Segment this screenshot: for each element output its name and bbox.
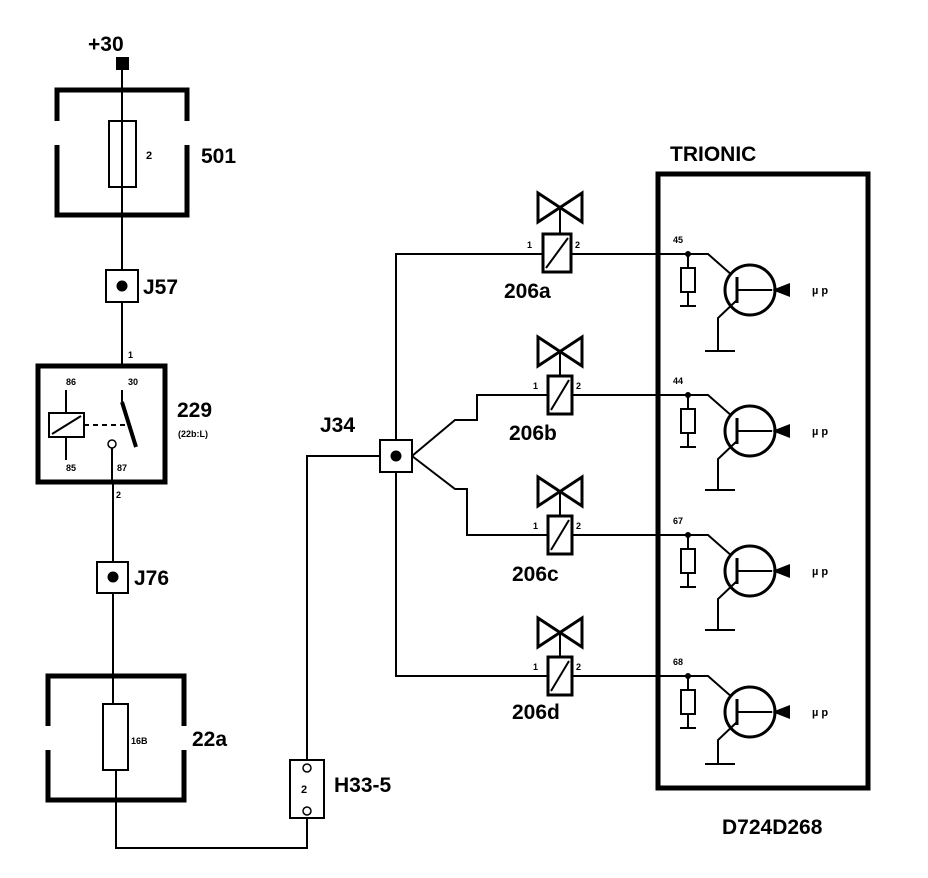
diagram-code: D724D268 [722, 816, 823, 839]
valve-206c-pin2: 2 [576, 521, 581, 531]
h33-label: H33-5 [334, 774, 392, 797]
connector-j57 [105, 269, 139, 303]
ecu-pin-45: 45 [673, 235, 683, 245]
ecu-pin-67: 67 [673, 516, 683, 526]
relay-229-label: 229 [177, 399, 212, 422]
ecu-driver-67: 67 µ p [673, 516, 828, 631]
valve-206b-pin2: 2 [576, 381, 581, 391]
wire-fuse-to-h33 [115, 770, 308, 849]
relay-pin-87: 87 [117, 463, 127, 473]
mu-p-label-44: µ p [812, 426, 828, 438]
relay-pin-85: 85 [66, 463, 76, 473]
valve-206b-label: 206b [509, 422, 557, 445]
relay-wire-top-number: 1 [128, 350, 133, 360]
valve-206b-symbol [536, 334, 584, 369]
wire-j34-to-206b [411, 394, 548, 457]
fuse-box-501: 2 [54, 87, 190, 218]
fuse-22a-pin: 16B [131, 736, 148, 746]
wire-j34-to-206a [395, 253, 543, 440]
valve-206d: 1 2 206d [512, 615, 688, 724]
connector-j76 [96, 561, 129, 594]
relay-229: 86 30 85 87 [35, 363, 168, 485]
valve-206d-pin2: 2 [576, 662, 581, 672]
valve-206b-pin1: 1 [533, 381, 538, 391]
ecu-box [655, 171, 871, 791]
valve-206a-symbol [536, 190, 584, 225]
mu-p-label-68: µ p [812, 707, 828, 719]
j34-label: J34 [320, 414, 355, 437]
valve-206d-pin1: 1 [533, 662, 538, 672]
relay-229-sublabel: (22b:L) [178, 429, 208, 439]
fuse-22a-label: 22a [192, 728, 227, 751]
valve-206c-pin1: 1 [533, 521, 538, 531]
mu-p-label-67: µ p [812, 566, 828, 578]
wire-j34-to-206d [395, 472, 548, 677]
valve-206a: 1 2 206a [504, 190, 688, 303]
supply-label: +30 [88, 33, 124, 56]
relay-contact-87 [107, 439, 117, 449]
valve-206b: 1 2 206b [509, 334, 688, 445]
wire-j34-to-206c [411, 455, 548, 536]
valve-206a-label: 206a [504, 280, 551, 303]
ecu-pin-44: 44 [673, 376, 683, 386]
valve-206a-pin1: 1 [527, 240, 532, 250]
h33-pin: 2 [301, 784, 307, 796]
relay-switch-arm [120, 401, 138, 448]
relay-wire-bottom-number: 2 [116, 490, 121, 500]
fuse-501-pin: 2 [146, 150, 152, 162]
ecu-driver-45: 45 µ p [673, 235, 828, 352]
wire-h33-to-j34 [306, 455, 380, 760]
connector-h33-5: 2 [289, 759, 325, 819]
valve-206a-pin2: 2 [575, 240, 580, 250]
valve-206d-symbol [536, 615, 584, 650]
fuse-22a-element [102, 703, 129, 771]
j76-label: J76 [134, 567, 169, 590]
j57-label: J57 [143, 276, 178, 299]
mu-p-label-45: µ p [812, 285, 828, 297]
valve-206c: 1 2 206c [512, 474, 688, 586]
connector-j34 [379, 439, 413, 473]
relay-pin-30: 30 [128, 377, 138, 387]
valve-206c-label: 206c [512, 563, 559, 586]
ecu-pin-68: 68 [673, 657, 683, 667]
valve-206d-label: 206d [512, 701, 560, 724]
ecu-title: TRIONIC [670, 143, 756, 166]
valve-206c-symbol [536, 474, 584, 509]
fuse-501-label: 501 [201, 145, 236, 168]
relay-pin-86: 86 [66, 377, 76, 387]
ecu-driver-68: 68 µ p [673, 657, 828, 765]
ecu-driver-44: 44 µ p [673, 376, 828, 491]
supply-terminal [116, 57, 129, 70]
